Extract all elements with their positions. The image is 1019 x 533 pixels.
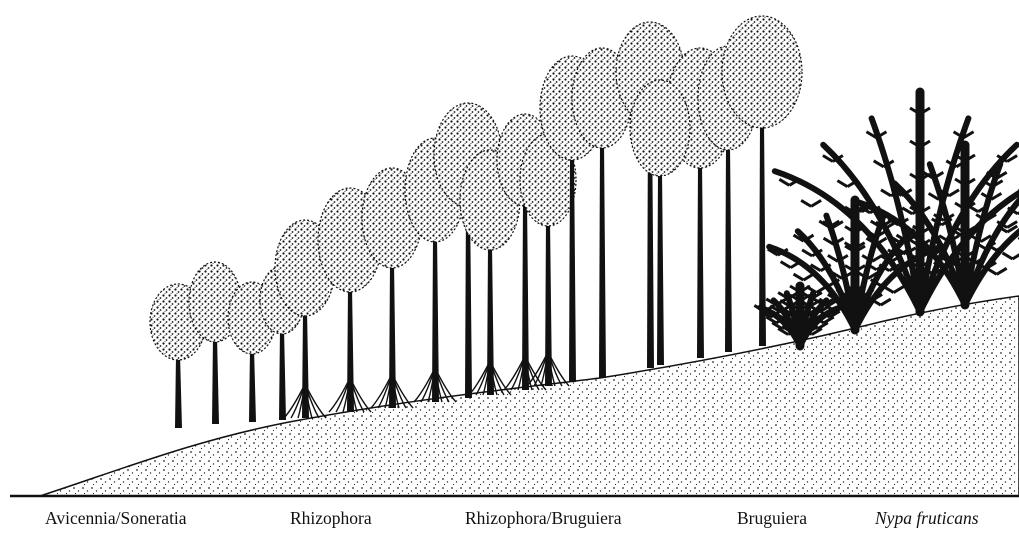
zone-label-rhizophora: Rhizophora	[290, 508, 372, 528]
zone-label-bruguiera: Bruguiera	[737, 508, 807, 528]
mangrove-tree	[630, 80, 690, 365]
zone-label-rhizophora-bruguiera: Rhizophora/Bruguiera	[465, 508, 621, 528]
zone-label-nypa-fruticans: Nypa fruticans	[875, 508, 979, 528]
zone-label-avicennia-soneratia: Avicennia/Soneratia	[45, 508, 187, 528]
